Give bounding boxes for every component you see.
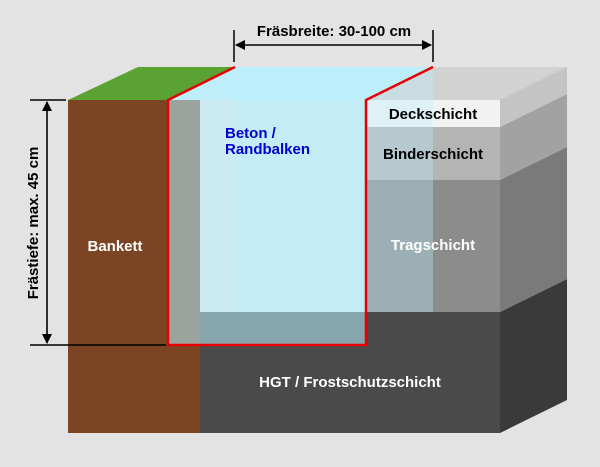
concrete-label-line1: Beton /	[225, 125, 277, 142]
concrete-beam-back	[235, 67, 433, 312]
concrete-beam-top	[168, 67, 433, 100]
surface-course-front	[366, 100, 500, 127]
cut-floor-shadow	[168, 345, 200, 433]
verge-label: Bankett	[87, 238, 142, 255]
width-dimension-label: Fräsbreite: 30-100 cm	[257, 23, 411, 40]
subbase-label: HGT / Frostschutzschicht	[259, 374, 441, 391]
subbase-side	[500, 279, 567, 433]
binder-course-label: Binderschicht	[383, 146, 483, 163]
base-course-label: Tragschicht	[391, 237, 475, 254]
verge-top-grass	[68, 67, 238, 100]
surface-course-label: Deckschicht	[389, 106, 477, 123]
base-course-front	[366, 180, 500, 312]
milling-cut-outline	[166, 65, 434, 347]
concrete-beam-front	[168, 100, 366, 345]
surface-course-side	[500, 67, 567, 127]
concrete-label-line2: Randbalken	[225, 141, 310, 158]
base-course-side	[500, 147, 567, 312]
binder-course-side	[500, 94, 567, 180]
depth-dimension-label: Frästiefe: max. 45 cm	[25, 147, 42, 300]
binder-course-front	[366, 127, 500, 180]
